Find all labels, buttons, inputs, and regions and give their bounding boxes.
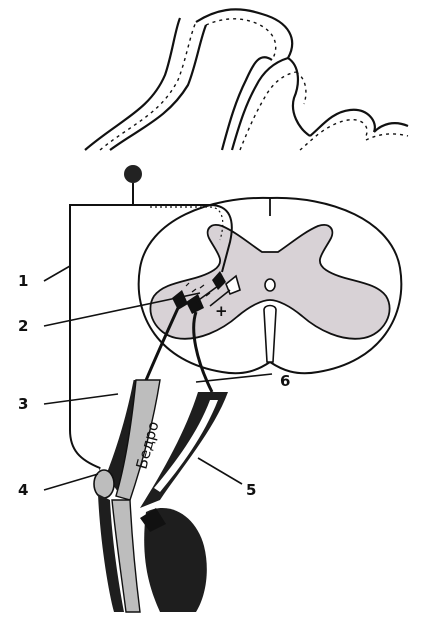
label-6: 6 [280,372,290,390]
label-4: 4 [18,481,28,499]
label-2: 2 [18,317,28,335]
label-5: 5 [246,481,256,499]
thigh [100,378,228,508]
label-3: 3 [18,395,28,413]
spinal-ganglion [124,165,142,205]
brain-convolutions [85,9,408,150]
inhibition-sign: + [215,302,228,320]
label-1: 1 [18,272,28,290]
